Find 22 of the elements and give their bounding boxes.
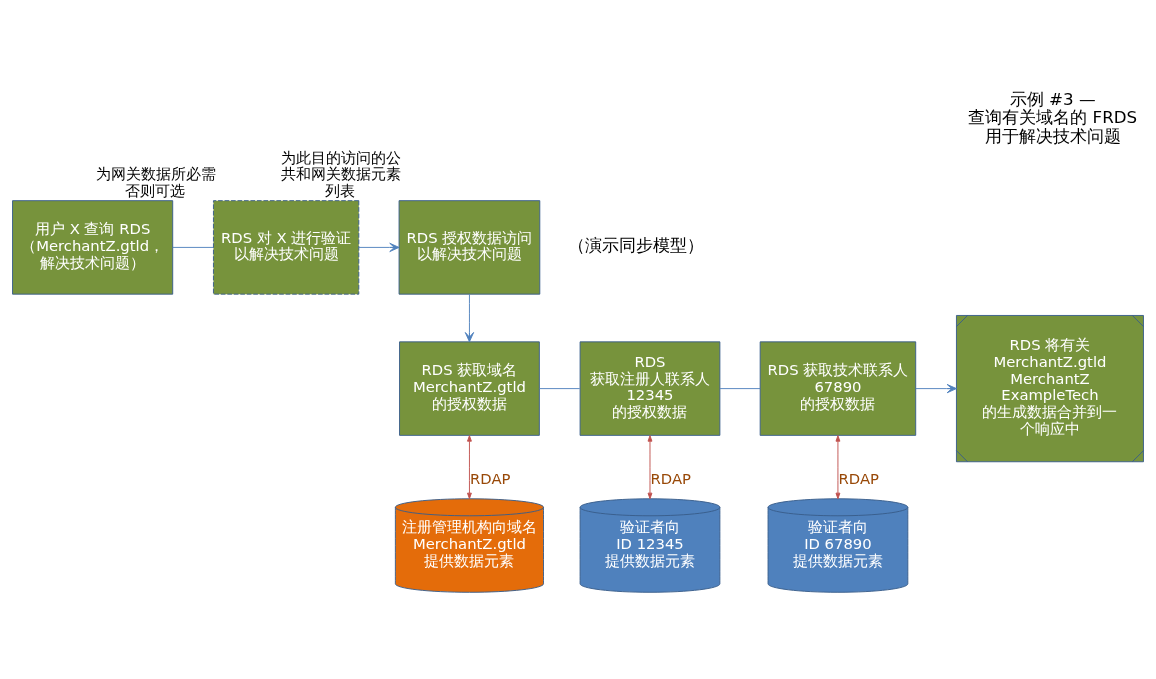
node-label: 为网关数据所必需否则可选 <box>95 164 216 199</box>
diagram-title: 示例 #3 — 查询有关域名的 FRDS 用于解决技术问题 <box>968 89 1138 146</box>
node-box: RDS 对 X 进行验证 以解决技术问题 <box>212 199 360 295</box>
edge-label: RDAP <box>470 469 511 487</box>
node-box: RDS 授权数据访问 以解决技术问题 <box>398 199 541 295</box>
connector <box>172 246 214 248</box>
arrow <box>467 434 472 499</box>
label: （演示同步模型） <box>568 235 705 255</box>
connector <box>539 387 581 389</box>
node-label: 为此目的访问的公共和网关数据元素列表 <box>281 148 402 199</box>
edge-label: RDAP <box>650 469 692 487</box>
node-box: RDS 获取注册人联系人 12345 的授权数据 <box>579 340 721 436</box>
connector <box>719 387 761 389</box>
node-box: 用户 X 查询 RDS （MerchantZ.gtld，解决技术问题） <box>12 199 174 295</box>
edge-label: RDAP <box>838 469 879 487</box>
arrow <box>647 434 653 499</box>
arrow <box>464 293 475 342</box>
node-box: RDS 获取域名 MerchantZ.gtld 的授权数据 <box>399 340 540 436</box>
arrow <box>835 434 841 499</box>
arrow <box>358 242 400 252</box>
arrow <box>915 383 957 393</box>
node-box: RDS 获取技术联系人 67890 的授权数据 <box>759 340 917 436</box>
